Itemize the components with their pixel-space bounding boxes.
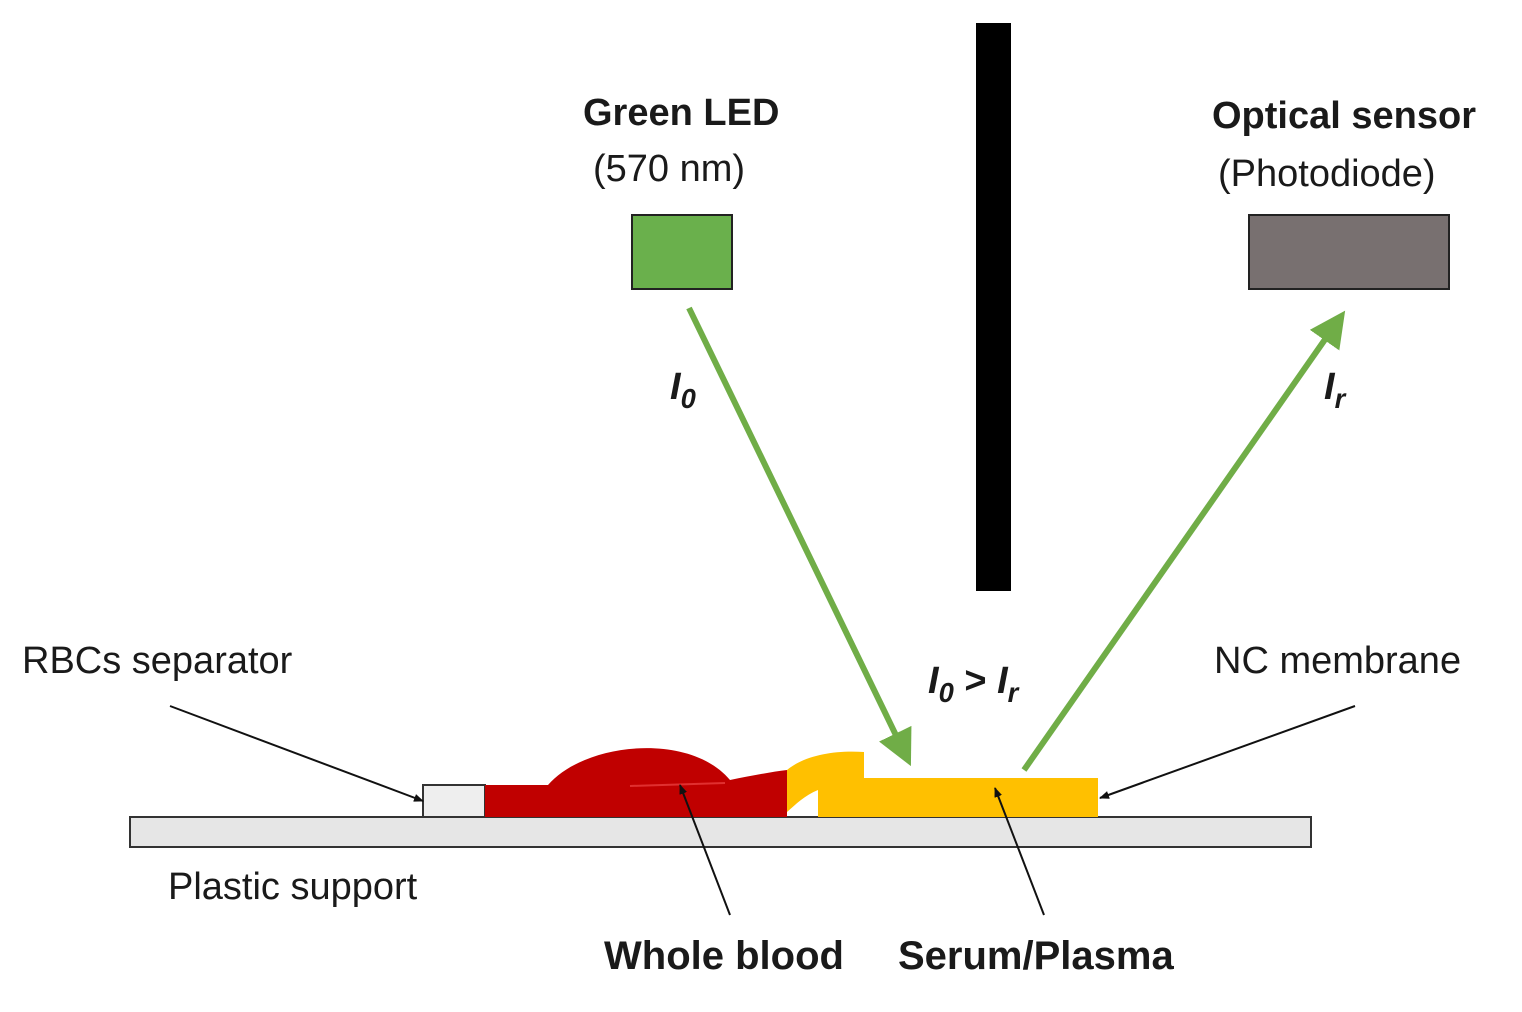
optical-sensor-title: Optical sensor	[1212, 95, 1476, 137]
green-led-block	[631, 214, 733, 290]
optical-sensor-type: (Photodiode)	[1218, 153, 1436, 195]
whole-blood-sample	[485, 748, 787, 817]
light-barrier	[976, 23, 1011, 591]
intensity-relation-label: I0 > Ir	[928, 660, 1019, 708]
whole-blood-highlight	[629, 782, 726, 787]
optical-sensor-block	[1248, 214, 1450, 290]
plastic-support-strip	[129, 816, 1312, 848]
whole-blood-pointer	[679, 784, 731, 916]
incident-beam-arrow	[686, 306, 912, 767]
nc-membrane-label: NC membrane	[1214, 640, 1462, 682]
nc-membrane-pointer	[1099, 705, 1356, 799]
reflected-intensity-label: Ir	[1324, 366, 1346, 414]
serum-plasma-label: Serum/Plasma	[898, 934, 1174, 978]
rbc-separator-pointer	[169, 705, 424, 802]
green-led-wavelength: (570 nm)	[593, 148, 746, 190]
rbc-separator-pad	[422, 784, 486, 818]
whole-blood-label: Whole blood	[604, 934, 844, 978]
serum-plasma-pointer	[994, 787, 1045, 916]
serum-plasma-sample	[787, 751, 1098, 817]
plastic-support-label: Plastic support	[168, 866, 418, 908]
incident-intensity-label: I0	[670, 366, 696, 414]
reflected-beam-arrow	[1021, 310, 1346, 772]
green-led-title: Green LED	[583, 92, 780, 134]
rbc-separator-label: RBCs separator	[22, 640, 293, 682]
